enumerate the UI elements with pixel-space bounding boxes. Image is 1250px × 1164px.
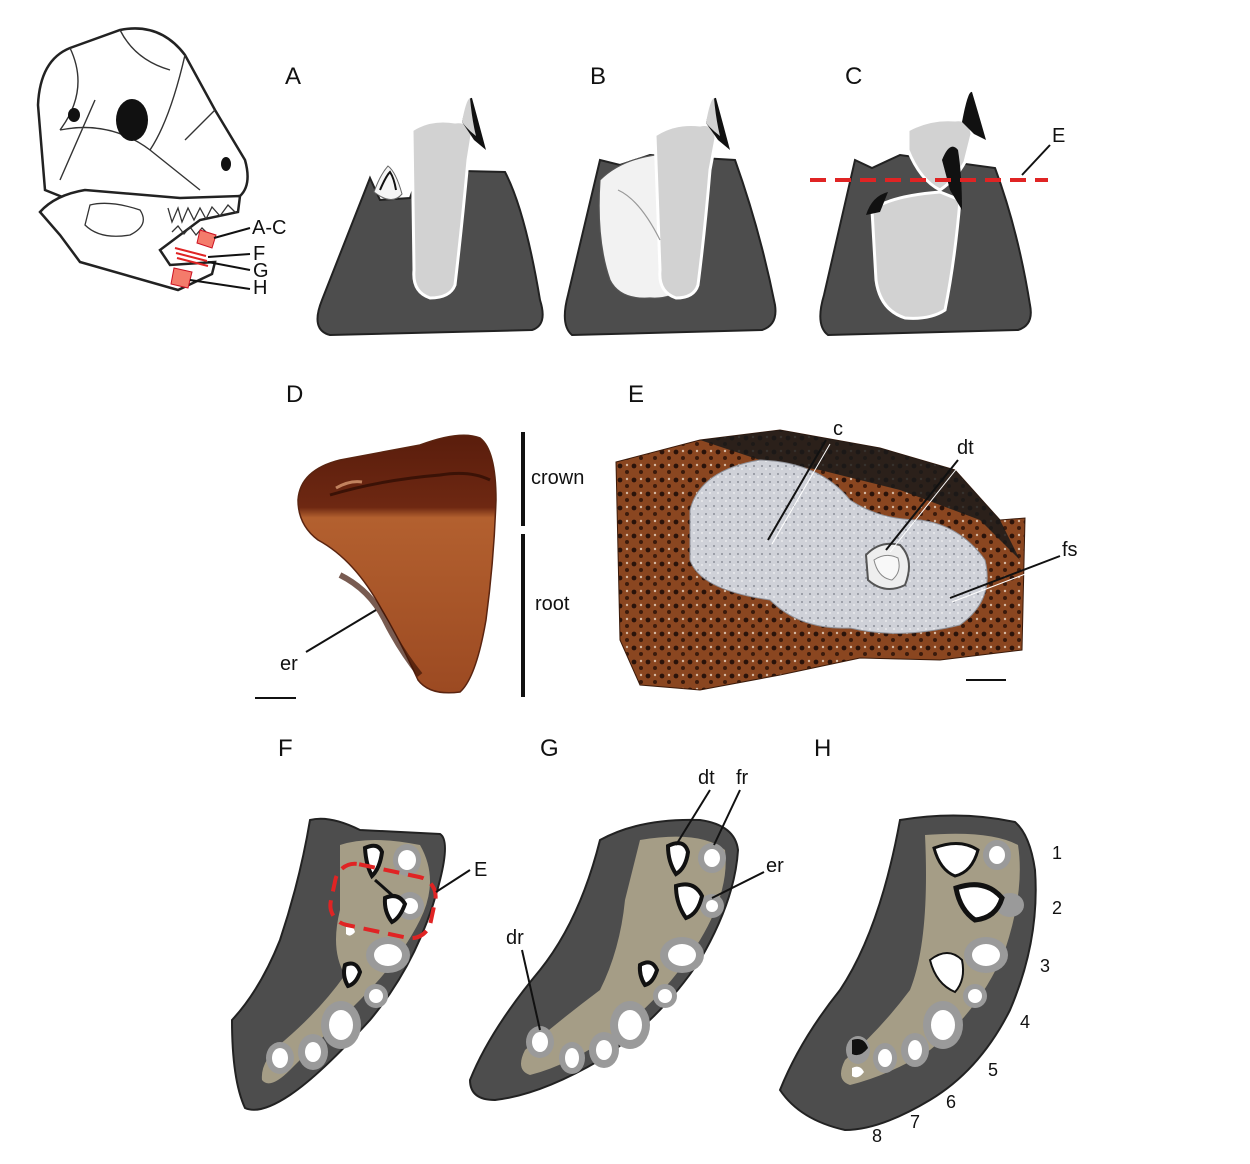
panel-c: C E bbox=[810, 63, 1065, 335]
skull-label-a-c: A-C bbox=[252, 217, 286, 239]
label-fs: fs bbox=[1062, 539, 1078, 561]
position-label-5: 5 bbox=[988, 1060, 998, 1080]
replacement-tooth-c bbox=[872, 192, 960, 318]
position-label-1: 1 bbox=[1052, 843, 1062, 863]
panel-label-c: C bbox=[845, 63, 862, 90]
panel-label-d: D bbox=[286, 381, 303, 408]
position-label-8: 8 bbox=[872, 1126, 882, 1146]
label-root: root bbox=[535, 593, 570, 615]
label-fr: fr bbox=[736, 767, 749, 789]
panel-label-a: A bbox=[285, 63, 301, 90]
panel-e: E c dt fs bbox=[616, 381, 1078, 690]
section-label-e-f: E bbox=[474, 859, 487, 881]
skull-diagram: A-C F G H bbox=[38, 28, 286, 299]
region-a-c-marker bbox=[197, 230, 216, 248]
position-label-7: 7 bbox=[910, 1112, 920, 1132]
panel-label-e: E bbox=[628, 381, 644, 408]
label-c: c bbox=[833, 418, 843, 440]
label-er-g: er bbox=[766, 855, 784, 877]
panel-d: D er crown root bbox=[255, 381, 584, 698]
position-label-2: 2 bbox=[1052, 898, 1062, 918]
orbit-mark bbox=[116, 99, 148, 141]
position-label-6: 6 bbox=[946, 1092, 956, 1112]
region-h-marker bbox=[171, 268, 192, 288]
replacement-tooth-a bbox=[374, 166, 402, 200]
position-label-3: 3 bbox=[1040, 956, 1050, 976]
panel-h: H 1 2 3 4 5 6 7 8 bbox=[780, 735, 1062, 1146]
panel-a: A bbox=[285, 63, 543, 335]
label-crown: crown bbox=[531, 467, 584, 489]
label-dr: dr bbox=[506, 927, 524, 949]
panel-label-h: H bbox=[814, 735, 831, 762]
label-er-d: er bbox=[280, 653, 298, 675]
panel-b: B bbox=[565, 63, 776, 335]
panel-f: F E bbox=[232, 735, 487, 1110]
section-label-e: E bbox=[1052, 125, 1065, 147]
label-dt-e: dt bbox=[957, 437, 974, 459]
panel-g: G dt fr er dr bbox=[470, 735, 784, 1100]
panel-label-f: F bbox=[278, 735, 293, 762]
skull-label-h: H bbox=[253, 277, 267, 299]
panel-label-b: B bbox=[590, 63, 606, 90]
position-label-4: 4 bbox=[1020, 1012, 1030, 1032]
panel-label-g: G bbox=[540, 735, 559, 762]
label-dt-g: dt bbox=[698, 767, 715, 789]
